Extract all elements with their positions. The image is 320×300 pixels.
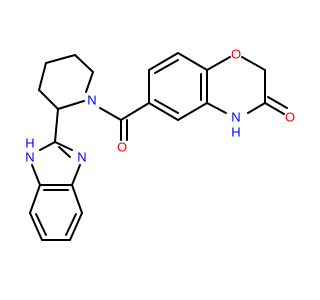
- bond: [54, 141, 73, 151]
- bond: [148, 102, 179, 121]
- imidazole-ring: [31, 141, 81, 186]
- lactam-nh-label: N H: [231, 110, 240, 140]
- ring-oxygen-symbol: O: [231, 47, 241, 62]
- lactam-oxygen-label: O: [285, 110, 295, 125]
- bond: [85, 71, 94, 93]
- bond: [71, 184, 83, 214]
- bond: [177, 52, 208, 71]
- oxazinone-ring: [206, 56, 288, 115]
- bond: [35, 213, 47, 236]
- carbonyl-oxygen-symbol: O: [117, 140, 127, 155]
- piperidine-nitrogen-label: N: [87, 93, 96, 108]
- benzimidazole-benzene-ring: [29, 184, 83, 241]
- bond: [148, 52, 179, 71]
- bond: [241, 56, 266, 71]
- lactam-h-symbol: H: [231, 125, 240, 140]
- piperidine-n-symbol: N: [87, 93, 96, 108]
- imidazole-nitrogen-label: N: [77, 150, 86, 165]
- bond: [39, 141, 56, 151]
- bond: [69, 212, 83, 241]
- bond: [247, 102, 266, 114]
- imidazole-h-symbol: H: [25, 136, 34, 151]
- molecule-structure: O O N H O N N H N: [25, 47, 295, 241]
- imidazole-nh-label: N H: [25, 136, 34, 165]
- bond: [71, 164, 81, 186]
- imidazole-n2-symbol: N: [77, 150, 86, 165]
- bond: [45, 54, 76, 64]
- bond: [31, 164, 41, 186]
- bond: [38, 62, 47, 91]
- amide-linker: [99, 102, 150, 141]
- bond: [54, 108, 59, 143]
- bond: [120, 102, 150, 121]
- bond: [206, 102, 227, 114]
- structure-canvas: O O N H O N N H N: [25, 46, 296, 241]
- lactam-n-symbol: N: [231, 110, 240, 125]
- lactam-oxygen-symbol: O: [285, 110, 295, 125]
- bond: [177, 102, 208, 121]
- bond: [38, 89, 59, 110]
- bond: [57, 100, 85, 110]
- bond: [267, 96, 288, 109]
- bond: [206, 56, 231, 71]
- bond: [154, 99, 179, 114]
- piperidine-ring: [38, 54, 94, 110]
- bond: [58, 146, 71, 158]
- bond: [264, 102, 285, 115]
- carbonyl-oxygen-label: O: [117, 140, 127, 155]
- bond: [99, 107, 122, 121]
- bond: [29, 212, 43, 241]
- bond: [74, 54, 94, 73]
- bond: [65, 213, 77, 236]
- bond: [29, 184, 41, 214]
- imidazole-n-symbol: N: [25, 150, 34, 165]
- benzoxazinone-benzene-ring: [148, 52, 208, 121]
- bond: [154, 59, 179, 74]
- ring-oxygen-label: O: [231, 47, 241, 62]
